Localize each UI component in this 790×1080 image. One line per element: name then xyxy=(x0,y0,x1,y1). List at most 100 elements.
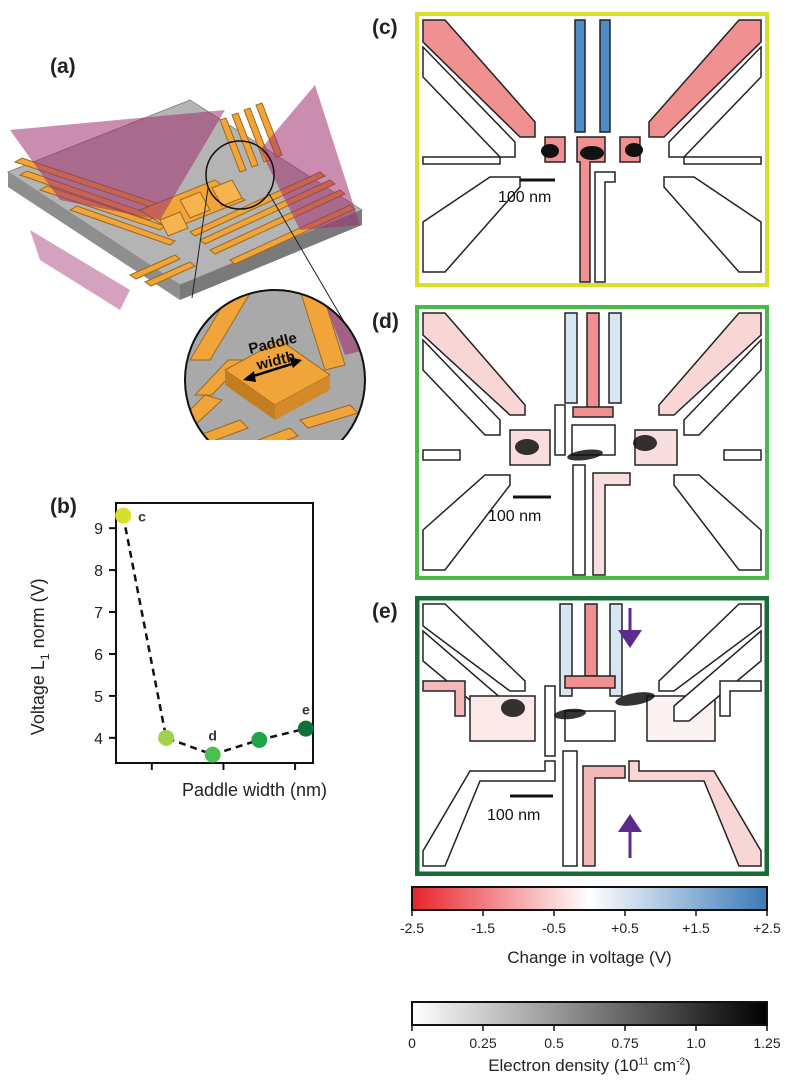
y-tick-label-5: 9 xyxy=(94,521,103,538)
voltage-tick-label-0: -2.5 xyxy=(400,920,424,936)
electron-density-c-right xyxy=(625,143,643,157)
arrow-up-icon xyxy=(618,814,642,832)
voltage-tick-label-2: -0.5 xyxy=(542,920,566,936)
electron-density-c-center xyxy=(580,146,604,160)
panel-label-b: (b) xyxy=(50,495,77,518)
scale-bar-label-c: 100 nm xyxy=(498,189,551,206)
point-label-d: d xyxy=(208,728,217,744)
gate-c-right-lower xyxy=(663,176,762,273)
electron-density-d-left xyxy=(515,439,539,455)
dashed-connector xyxy=(121,515,307,756)
density-title-mid: cm xyxy=(648,1056,677,1075)
gate-d-plunger xyxy=(572,406,614,418)
panel-label-a: (a) xyxy=(50,55,76,78)
voltage-colorbar: -2.5-1.5-0.5+0.5+1.5+2.5 xyxy=(400,886,781,936)
density-tick-label-5: 1.25 xyxy=(753,1035,780,1051)
gate-c-top-right xyxy=(599,19,611,133)
device-map-d: 100 nm xyxy=(415,305,769,580)
gate-e-left-lower xyxy=(422,760,556,867)
top-gate-left xyxy=(10,110,225,220)
y-tick-label-4: 8 xyxy=(94,563,103,580)
device-map-e: 100 nm xyxy=(415,596,769,876)
panel-label-e: (e) xyxy=(372,600,398,623)
zoom-inset-outline xyxy=(184,289,366,440)
voltage-tick-label-4: +1.5 xyxy=(682,920,710,936)
gate-d-barrier-left xyxy=(554,404,566,456)
gate-e-right-finger xyxy=(719,680,762,717)
zoom-region-circle xyxy=(205,140,275,210)
gate-c-bottom xyxy=(594,171,616,283)
dot-e-center xyxy=(564,710,616,742)
gate-e-top-left xyxy=(559,603,573,697)
panel-label-d: (d) xyxy=(372,310,399,333)
y-axis-label: Voltage L1 norm (V) xyxy=(28,527,52,787)
gate-c-left-upper xyxy=(422,19,536,138)
gate-d-left-mid xyxy=(422,338,501,436)
gate-d-right-mid xyxy=(683,338,762,436)
data-point-4 xyxy=(297,720,314,737)
y-axis-label-prefix: Voltage L xyxy=(28,660,49,736)
chart-frame xyxy=(115,502,314,764)
gate-c-left-finger xyxy=(422,156,501,165)
gate-c-left-mid xyxy=(422,45,516,158)
substrate-left-side xyxy=(8,172,180,300)
gate-d-left-upper xyxy=(422,312,526,416)
zoom-line-right xyxy=(267,191,351,333)
device-illustration: Paddle width xyxy=(6,85,366,440)
electron-density-d-right xyxy=(633,435,657,451)
gate-e-left-upper xyxy=(422,603,526,692)
y-axis-label-sub: 1 xyxy=(37,653,52,661)
data-point-1 xyxy=(158,729,175,746)
electron-density-d-center xyxy=(567,449,603,461)
electron-density-e-center xyxy=(554,708,586,720)
gate-c-right-finger xyxy=(683,156,762,165)
scale-bar-label-e: 100 nm xyxy=(487,807,540,824)
gate-e-barrier-left xyxy=(544,685,556,757)
gate-d-bottom-left xyxy=(572,464,586,576)
gate-c-top-left xyxy=(574,19,586,133)
density-tick-label-0: 0 xyxy=(408,1035,416,1051)
dot-d-center xyxy=(571,424,616,456)
density-title-sup: 11 xyxy=(638,1056,649,1068)
voltage-tick-label-1: -1.5 xyxy=(471,920,495,936)
zoom-inset xyxy=(185,290,365,440)
density-tick-label-2: 0.5 xyxy=(544,1035,564,1051)
zoom-line-left xyxy=(191,187,209,299)
gate-d-right-upper xyxy=(658,312,762,416)
gate-e-bottom-right xyxy=(582,765,626,867)
electron-density-e-right xyxy=(615,692,655,706)
voltage-chart: 6080100456789 cde xyxy=(94,502,314,770)
density-title-sup2: -2 xyxy=(676,1056,686,1068)
gate-c-right-upper xyxy=(648,19,762,138)
point-label-e: e xyxy=(302,702,310,718)
gate-c-left-lower xyxy=(422,176,521,273)
paddle-width-arrowhead-left xyxy=(243,371,256,382)
y-tick-label-0: 4 xyxy=(94,731,103,748)
gate-d-bottom-right xyxy=(592,472,631,576)
top-gate-right xyxy=(260,85,360,230)
gate-d-left-finger xyxy=(422,449,461,461)
top-gate-bottom xyxy=(30,230,130,310)
electron-density-e-left xyxy=(501,699,525,717)
density-title-suffix: ) xyxy=(685,1056,691,1075)
gate-e-left-finger xyxy=(422,680,466,717)
paddle-width-arrow xyxy=(246,360,299,380)
density-tick-label-1: 0.25 xyxy=(469,1035,496,1051)
dot-c-center xyxy=(576,136,606,283)
gate-d-right-lower xyxy=(673,474,762,571)
gate-e-top-right xyxy=(609,603,623,697)
data-point-0 xyxy=(115,507,132,524)
gate-c-right-mid xyxy=(668,45,762,158)
paddle-width-arrowhead-right xyxy=(289,357,302,368)
panel-label-c: (c) xyxy=(372,16,398,39)
gate-e-bottom-left xyxy=(562,750,578,867)
gate-d-top-left xyxy=(564,312,578,404)
electron-density-c-left xyxy=(541,144,559,158)
gate-e-right-upper xyxy=(658,603,762,692)
voltage-tick-label-5: +2.5 xyxy=(753,920,781,936)
density-tick-label-4: 1.0 xyxy=(686,1035,706,1051)
arrow-down-icon xyxy=(618,630,642,648)
gate-d-left-lower xyxy=(422,474,511,571)
gate-d-top-right xyxy=(608,312,622,404)
voltage-colorbar-gradient xyxy=(411,886,768,911)
